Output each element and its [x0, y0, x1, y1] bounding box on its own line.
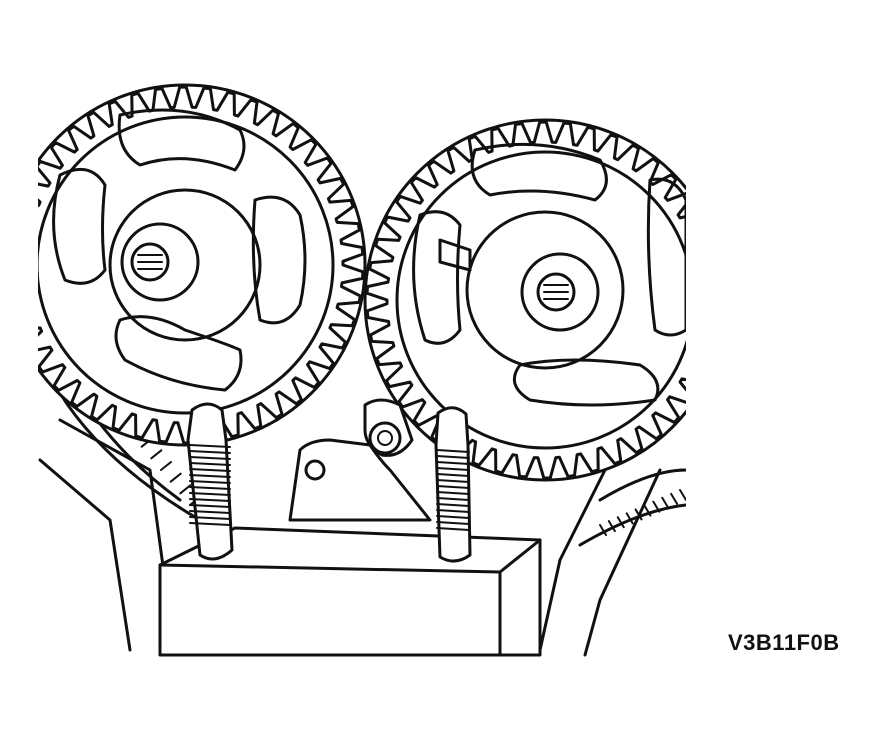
right-locating-pin [434, 406, 472, 563]
left-locating-pin [186, 402, 234, 561]
right-camshaft-sprocket [363, 118, 686, 482]
tensioner-bracket [288, 398, 432, 522]
figure-code-label: V3B11F0B [728, 630, 840, 655]
left-camshaft-sprocket [38, 83, 367, 447]
